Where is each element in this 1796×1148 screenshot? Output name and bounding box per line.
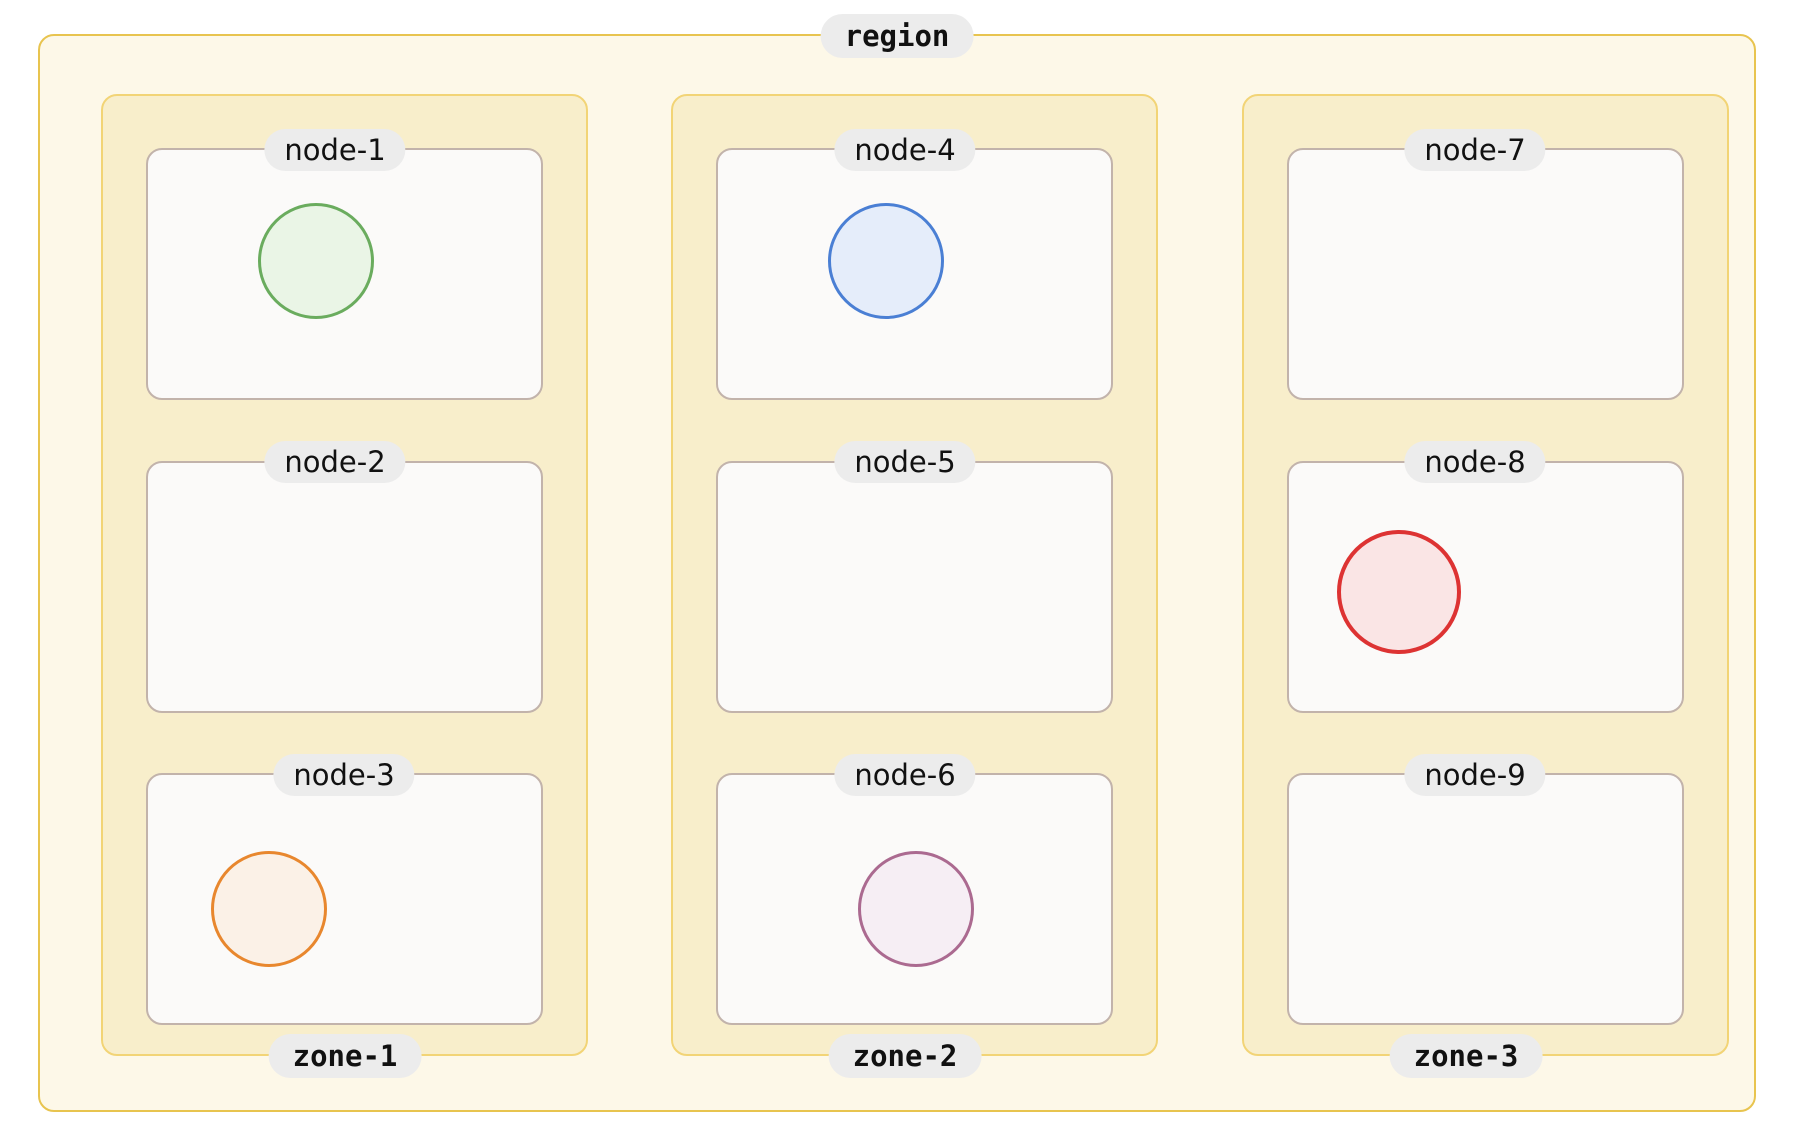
node-container-9[interactable] (1287, 773, 1684, 1025)
node-circle-8 (1337, 530, 1461, 654)
node-circle-4 (828, 203, 944, 319)
node-container-2[interactable] (146, 461, 543, 713)
node-label-1: node-1 (264, 129, 406, 171)
node-label-8: node-8 (1404, 441, 1546, 483)
node-circle-3 (211, 851, 327, 967)
node-container-3[interactable] (146, 773, 543, 1025)
node-label-9: node-9 (1404, 754, 1546, 796)
zone-label-1: zone-1 (268, 1034, 422, 1078)
zone-label-2: zone-2 (828, 1034, 982, 1078)
node-label-2: node-2 (264, 441, 406, 483)
node-circle-1 (258, 203, 374, 319)
zone-label-3: zone-3 (1389, 1034, 1543, 1078)
node-container-8[interactable] (1287, 461, 1684, 713)
node-container-5[interactable] (716, 461, 1113, 713)
node-label-5: node-5 (834, 441, 976, 483)
node-circle-6 (858, 851, 974, 967)
node-container-4[interactable] (716, 148, 1113, 400)
node-container-6[interactable] (716, 773, 1113, 1025)
node-label-6: node-6 (834, 754, 976, 796)
node-label-7: node-7 (1404, 129, 1546, 171)
node-container-1[interactable] (146, 148, 543, 400)
node-label-4: node-4 (834, 129, 976, 171)
node-label-3: node-3 (273, 754, 415, 796)
node-container-7[interactable] (1287, 148, 1684, 400)
region-label: region (820, 14, 974, 58)
